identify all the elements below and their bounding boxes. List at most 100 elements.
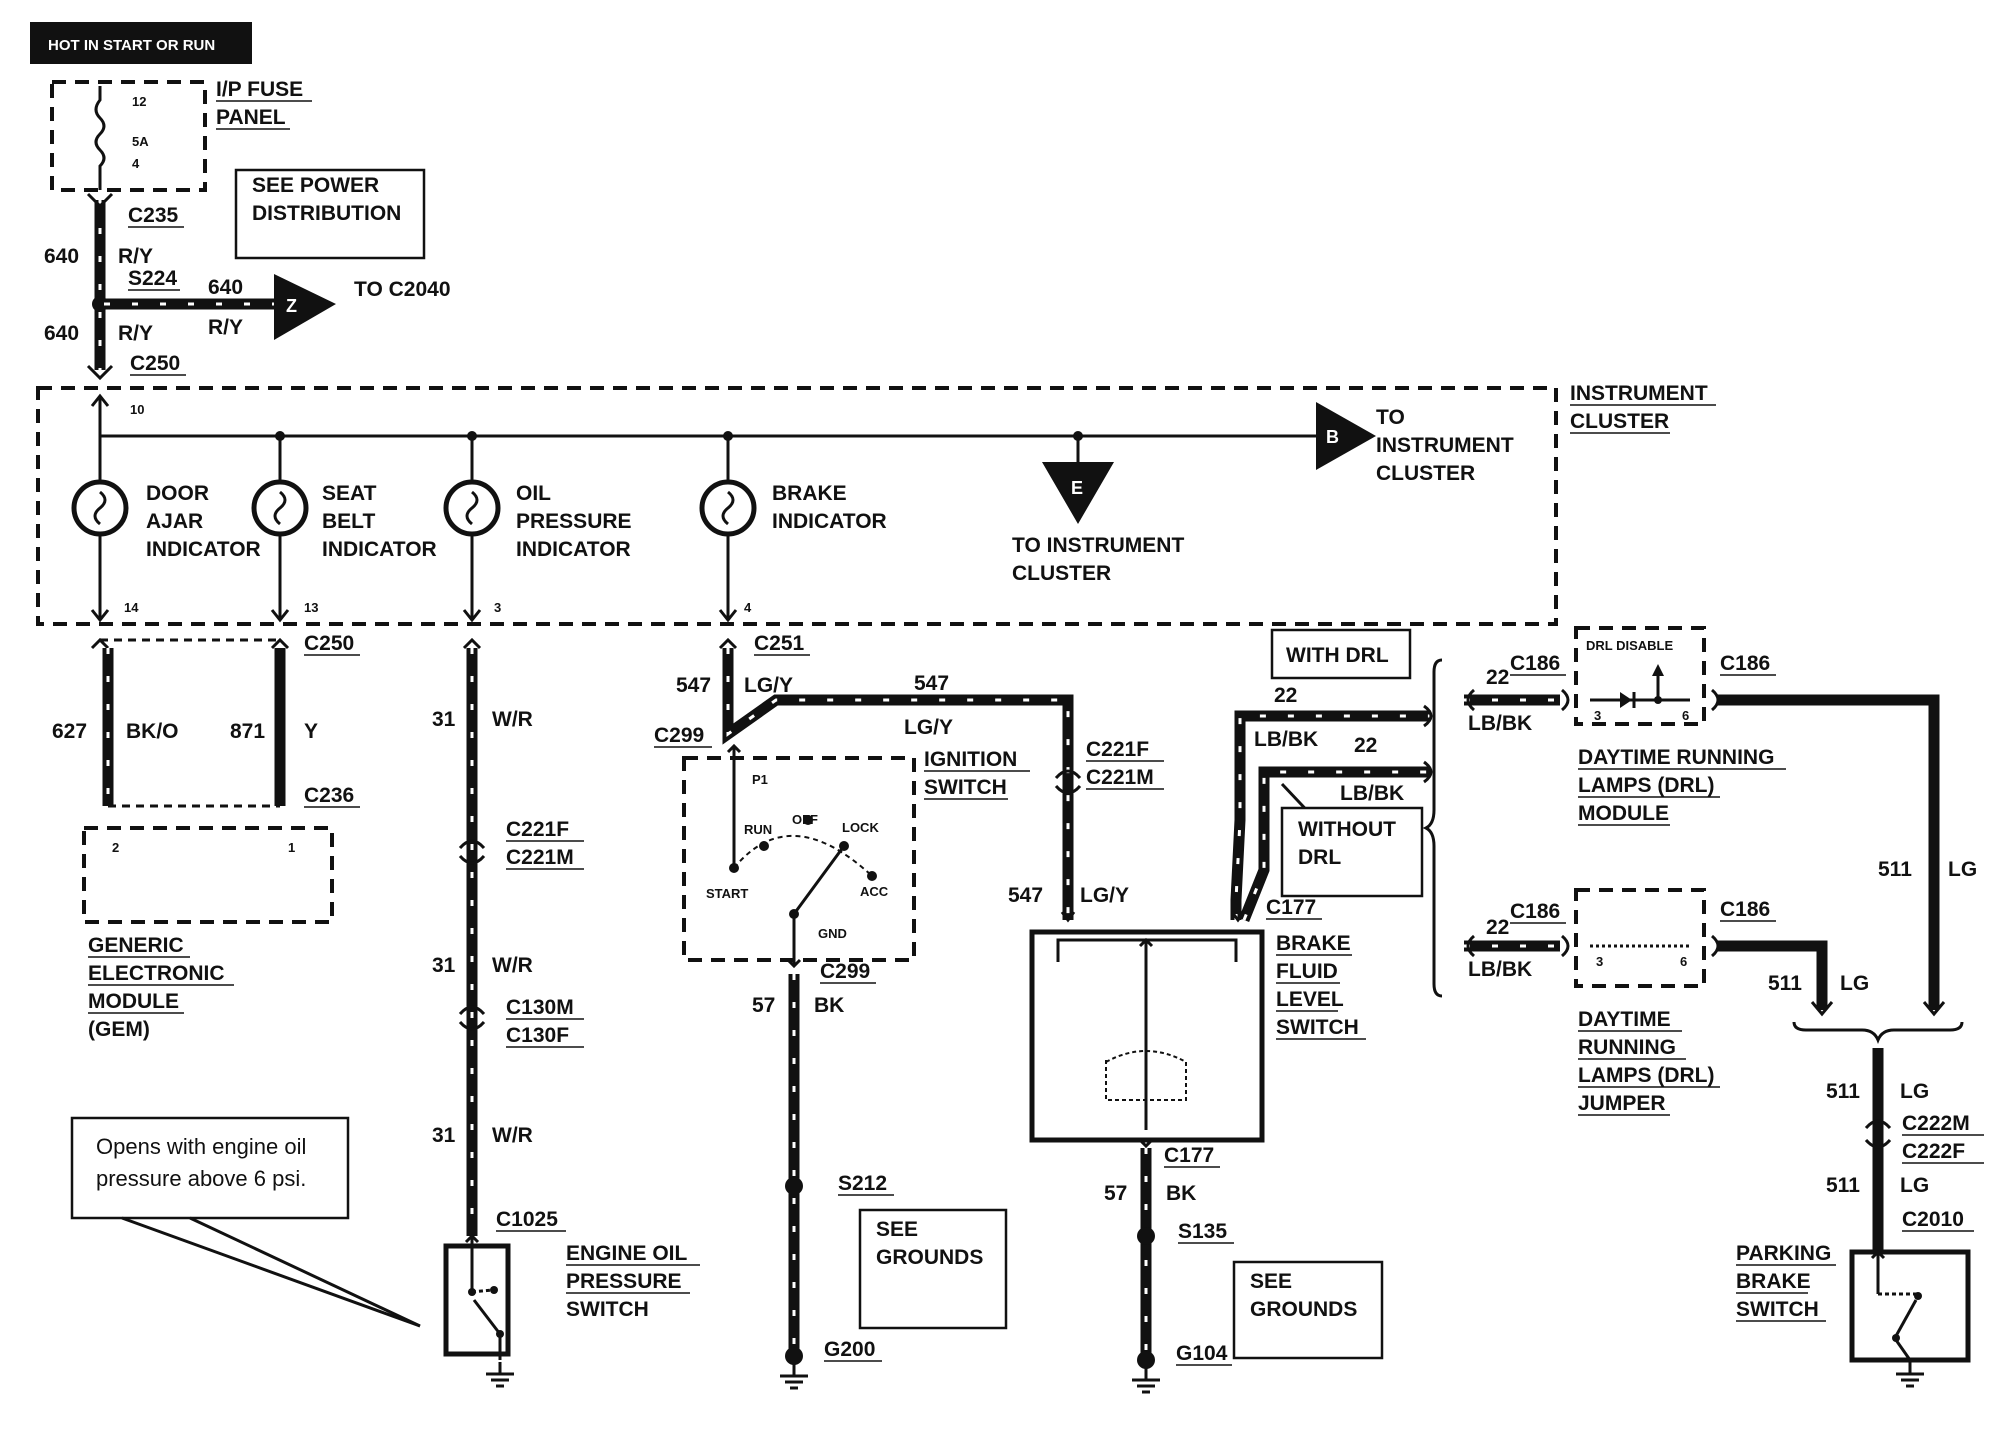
color-lg-b: LG xyxy=(1840,972,1869,995)
door-ajar-label-2: AJAR xyxy=(146,510,203,533)
brake-indicator-label-2: INDICATOR xyxy=(772,510,887,533)
pin-p1: P1 xyxy=(752,772,768,787)
gem-label-2: ELECTRONIC xyxy=(88,962,225,985)
position-off: OFF xyxy=(792,812,818,827)
circuit-511-d: 511 xyxy=(1826,1174,1860,1197)
grounds-note-ignition-1: SEE xyxy=(876,1218,918,1241)
drl-jumper-label-2: RUNNING xyxy=(1578,1036,1676,1059)
drl-module-diode-icon xyxy=(1590,664,1690,708)
circuit-31-c: 31 xyxy=(432,1124,456,1147)
connector-c186-c: C186 xyxy=(1510,900,1560,923)
color-lbbk-drl-top: LB/BK xyxy=(1468,712,1532,735)
to-ic-b-label-2: INSTRUMENT xyxy=(1376,434,1514,457)
connector-c222f: C222F xyxy=(1902,1140,1965,1163)
oil-pressure-label-2: PRESSURE xyxy=(516,510,632,533)
connector-c2010: C2010 xyxy=(1902,1208,1964,1231)
position-start: START xyxy=(706,886,748,901)
to-ic-e-label-1: TO INSTRUMENT xyxy=(1012,534,1184,557)
splice-s212: S212 xyxy=(838,1172,887,1195)
parking-brake-switch-icon xyxy=(1870,1249,1926,1388)
connector-c130f: C130F xyxy=(506,1024,569,1047)
fuse-icon xyxy=(94,86,106,190)
instrument-cluster-box xyxy=(36,386,1558,626)
instrument-cluster-label-2: CLUSTER xyxy=(1570,410,1669,433)
circuit-31-a: 31 xyxy=(432,708,456,731)
position-run: RUN xyxy=(744,822,772,837)
power-note-line-1: SEE POWER xyxy=(252,174,379,197)
drl-disable-label: DRL DISABLE xyxy=(1586,638,1673,653)
ground-g200: G200 xyxy=(824,1338,875,1361)
gem-pin-2: 2 xyxy=(112,840,119,855)
color-lbbk-drl-bot: LB/BK xyxy=(1468,958,1532,981)
connector-c250-top: C250 xyxy=(130,352,180,375)
brake-fluid-label-1: BRAKE xyxy=(1276,932,1351,955)
oil-switch-label-3: SWITCH xyxy=(566,1298,649,1321)
oil-switch-label-1: ENGINE OIL xyxy=(566,1242,688,1265)
color-lg-a: LG xyxy=(1948,858,1977,881)
grounds-note-brake-2: GROUNDS xyxy=(1250,1298,1357,1321)
oil-pressure-label-1: OIL xyxy=(516,482,551,505)
to-ic-b-label-1: TO xyxy=(1376,406,1405,429)
color-lgy-b: LG/Y xyxy=(904,716,953,739)
oil-pressure-switch-icon xyxy=(464,1233,516,1388)
color-ry-c: R/Y xyxy=(118,322,153,345)
z-marker-arrow xyxy=(274,274,336,340)
brake-indicator-label-1: BRAKE xyxy=(772,482,847,505)
circuit-22-a: 22 xyxy=(1274,684,1297,707)
circuit-640-a: 640 xyxy=(44,245,79,268)
parking-brake-switch-box xyxy=(1849,1249,1971,1363)
circuit-22-drl-top: 22 xyxy=(1486,666,1509,689)
color-lg-c: LG xyxy=(1900,1080,1929,1103)
pin-13: 13 xyxy=(304,600,318,615)
splice-s224: S224 xyxy=(128,267,177,290)
seat-belt-label-2: BELT xyxy=(322,510,375,533)
brake-fluid-label-2: FLUID xyxy=(1276,960,1338,983)
connector-c221m-oil: C221M xyxy=(506,846,574,869)
brake-bulb-icon xyxy=(699,436,757,620)
drl-module-box xyxy=(1574,626,1706,726)
wire-511-drl-module xyxy=(1718,694,1940,1010)
drl-jumper-box xyxy=(1574,888,1706,988)
with-drl-label: WITH DRL xyxy=(1286,644,1389,667)
ignition-switch-icon xyxy=(726,743,877,969)
circuit-640-b: 640 xyxy=(208,276,243,299)
wire-511-drl-jumper xyxy=(1718,940,1828,1010)
connector-c299-top: C299 xyxy=(654,724,704,747)
gem-label-4: (GEM) xyxy=(88,1018,150,1041)
position-acc: ACC xyxy=(860,884,889,899)
pin-4: 4 xyxy=(744,600,752,615)
color-y: Y xyxy=(304,720,318,743)
without-drl-box xyxy=(1280,806,1424,898)
circuit-22-drl-bot: 22 xyxy=(1486,916,1509,939)
grounds-note-brake-1: SEE xyxy=(1250,1270,1292,1293)
connector-c1025: C1025 xyxy=(496,1208,558,1231)
connector-c236: C236 xyxy=(304,784,354,807)
fuse-rating: 5A xyxy=(132,134,149,149)
gem-pin-1: 1 xyxy=(288,840,295,855)
power-note-line-2: DISTRIBUTION xyxy=(252,202,401,225)
oil-pressure-bulb-icon xyxy=(443,436,501,620)
without-drl-label-1: WITHOUT xyxy=(1298,818,1396,841)
color-wr-b: W/R xyxy=(492,954,533,977)
pin-14: 14 xyxy=(124,600,139,615)
connector-c221f-oil: C221F xyxy=(506,818,569,841)
drl-pin-6: 6 xyxy=(1682,708,1689,723)
color-bk-brake: BK xyxy=(1166,1182,1196,1205)
drl-module-label-3: MODULE xyxy=(1578,802,1669,825)
wire-22-without-drl xyxy=(1238,766,1430,923)
door-ajar-bulb-icon xyxy=(71,436,129,620)
connector-c186-a: C186 xyxy=(1510,652,1560,675)
connector-c186-d: C186 xyxy=(1720,898,1770,921)
parking-brake-label-3: SWITCH xyxy=(1736,1298,1819,1321)
parking-brake-label-2: BRAKE xyxy=(1736,1270,1811,1293)
color-lgy-brake: LG/Y xyxy=(1080,884,1129,907)
connector-c177-bottom: C177 xyxy=(1164,1144,1214,1167)
fuse-panel-label-2: PANEL xyxy=(216,106,286,129)
ignition-switch-label-1: IGNITION xyxy=(924,748,1017,771)
circuit-511-b: 511 xyxy=(1768,972,1802,995)
z-marker: Z xyxy=(286,296,297,316)
drl-jumper-label-4: JUMPER xyxy=(1578,1092,1666,1115)
fuse-panel-label-1: I/P FUSE xyxy=(216,78,303,101)
grounds-note-ignition-box xyxy=(858,1208,1008,1330)
